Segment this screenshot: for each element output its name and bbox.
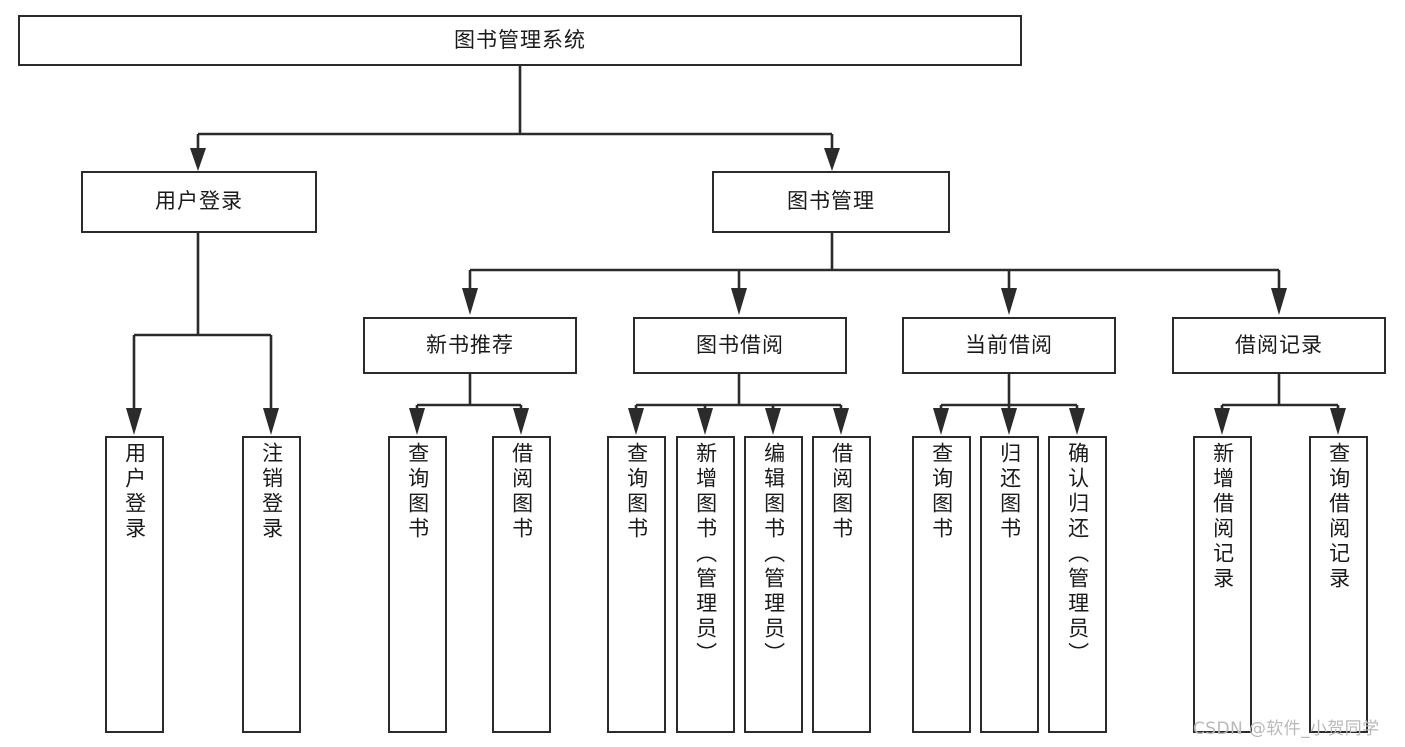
node-label: 归还图书 (997, 442, 1022, 542)
leaf-add-book-admin[interactable]: 新增图书（管理员） (676, 436, 735, 733)
node-label: 当前借阅 (965, 332, 1053, 357)
node-label: 查询图书 (624, 442, 649, 542)
node-book-borrow[interactable]: 图书借阅 (633, 317, 847, 374)
node-label: 新增图书（管理员） (693, 442, 718, 667)
node-label: 图书管理 (787, 189, 875, 214)
node-label: 借阅图书 (509, 442, 534, 542)
leaf-borrow-book[interactable]: 借阅图书 (812, 436, 871, 733)
leaf-add-borrow-record[interactable]: 新增借阅记录 (1193, 436, 1252, 733)
node-root-book-management-system[interactable]: 图书管理系统 (18, 15, 1022, 66)
node-label: 新书推荐 (426, 332, 514, 357)
leaf-confirm-return-admin[interactable]: 确认归还（管理员） (1048, 436, 1107, 733)
leaf-query-book-borrow[interactable]: 查询图书 (607, 436, 666, 733)
leaf-query-book-recommend[interactable]: 查询图书 (388, 436, 447, 733)
node-label: 图书管理系统 (454, 27, 586, 52)
node-label: 图书借阅 (696, 332, 784, 357)
node-label: 确认归还（管理员） (1065, 442, 1090, 667)
node-new-book-recommend[interactable]: 新书推荐 (363, 317, 577, 374)
node-label: 编辑图书（管理员） (761, 442, 786, 667)
node-label: 查询图书 (929, 442, 954, 542)
leaf-edit-book-admin[interactable]: 编辑图书（管理员） (744, 436, 803, 733)
node-label: 注销登录 (259, 442, 284, 542)
leaf-borrow-book-recommend[interactable]: 借阅图书 (492, 436, 551, 733)
node-label: 新增借阅记录 (1210, 442, 1235, 592)
node-label: 查询借阅记录 (1326, 442, 1351, 592)
leaf-user-login[interactable]: 用户登录 (105, 436, 164, 733)
leaf-return-book[interactable]: 归还图书 (980, 436, 1039, 733)
node-label: 用户登录 (122, 442, 147, 542)
leaf-query-borrow-record[interactable]: 查询借阅记录 (1309, 436, 1368, 733)
node-label: 借阅图书 (829, 442, 854, 542)
node-label: 查询图书 (405, 442, 430, 542)
node-label: 用户登录 (155, 189, 243, 214)
node-book-management[interactable]: 图书管理 (712, 171, 950, 233)
node-current-borrow[interactable]: 当前借阅 (902, 317, 1116, 374)
watermark-text: CSDN @软件_小贺同学 (1193, 719, 1380, 739)
leaf-logout[interactable]: 注销登录 (242, 436, 301, 733)
node-label: 借阅记录 (1235, 332, 1323, 357)
node-user-login[interactable]: 用户登录 (81, 171, 317, 233)
leaf-query-book-current[interactable]: 查询图书 (912, 436, 971, 733)
node-borrow-records[interactable]: 借阅记录 (1172, 317, 1386, 374)
